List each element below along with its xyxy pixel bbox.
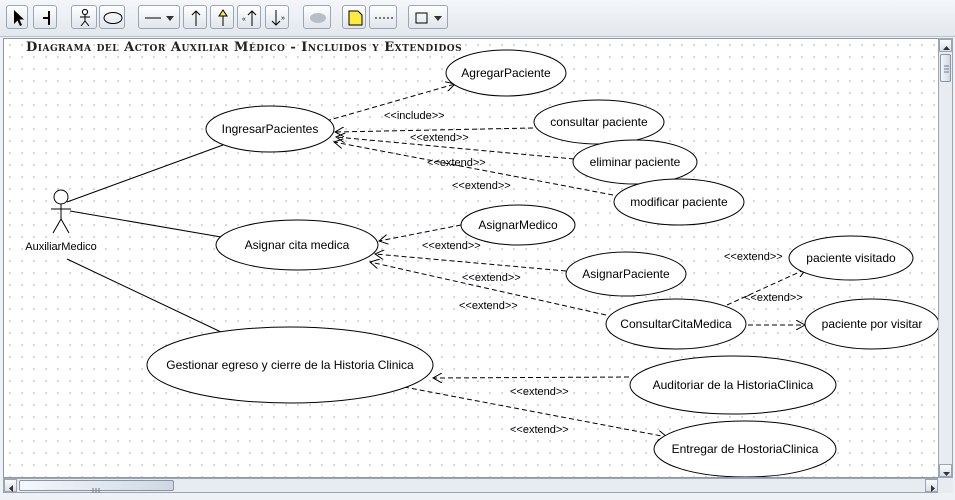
dependency-arrow-icon[interactable] xyxy=(183,5,207,29)
rectangle-dropdown-icon[interactable] xyxy=(408,5,448,29)
extend-label: <<extend>> xyxy=(410,132,469,144)
svg-text:Asignar cita medica: Asignar cita medica xyxy=(245,238,350,252)
svg-text:IngresarPacientes: IngresarPacientes xyxy=(222,122,319,136)
actor-auxiliar-medico[interactable]: AuxiliarMedico xyxy=(25,189,97,253)
usecase-entregar-historia[interactable]: Entregar de HostoriaClinica xyxy=(653,420,837,477)
svg-text:eliminar paciente: eliminar paciente xyxy=(590,155,681,169)
include-arrow-icon[interactable]: « xyxy=(237,5,261,29)
svg-text:consultar paciente: consultar paciente xyxy=(550,115,648,129)
usecase-asignar-paciente[interactable]: AsignarPaciente xyxy=(565,251,687,297)
note-link-icon[interactable] xyxy=(369,5,397,29)
usecase-agregar-paciente[interactable]: AgregarPaciente xyxy=(445,49,567,97)
usecase-consultar-cita-medica[interactable]: ConsultarCitaMedica xyxy=(605,298,747,350)
extend-label: <<extend>> xyxy=(510,424,569,436)
usecase-paciente-por-visitar[interactable]: paciente por visitar xyxy=(804,298,939,350)
usecase-diagram: AuxiliarMedico <<include>> <<extend>> xyxy=(25,49,939,477)
horizontal-scrollbar[interactable] xyxy=(3,478,939,493)
dependencies xyxy=(325,84,806,437)
usecase-consultar-paciente[interactable]: consultar paciente xyxy=(533,99,665,145)
svg-text:Entregar de HostoriaClinica: Entregar de HostoriaClinica xyxy=(672,442,819,456)
scroll-down-icon[interactable] xyxy=(939,464,952,477)
usecase-eliminar-paciente[interactable]: eliminar paciente xyxy=(572,139,698,185)
svg-text:AsignarPaciente: AsignarPaciente xyxy=(582,267,670,281)
usecase-auditoriar-historia[interactable]: Auditoriar de la HistoriaClinica xyxy=(629,355,837,415)
scroll-up-icon[interactable] xyxy=(939,39,952,52)
scroll-left-icon[interactable] xyxy=(4,479,17,492)
extend-label: <<extend>> xyxy=(422,240,481,252)
extend-label: <<extend>> xyxy=(510,386,569,398)
svg-text:»: » xyxy=(281,15,285,22)
vertical-scrollbar[interactable] xyxy=(938,38,953,478)
usecase-ingresar-pacientes[interactable]: IngresarPacientes xyxy=(205,105,335,153)
diagram-canvas[interactable]: Diagrama del Actor Auxiliar Médico - Inc… xyxy=(3,38,939,478)
generalization-arrow-icon[interactable] xyxy=(210,5,234,29)
usecase-asignar-medico[interactable]: AsignarMedico xyxy=(460,204,576,246)
svg-text:paciente por visitar: paciente por visitar xyxy=(822,317,923,331)
usecase-paciente-visitado[interactable]: paciente visitado xyxy=(788,235,914,281)
diagram-title: Diagrama del Actor Auxiliar Médico - Inc… xyxy=(26,40,463,55)
svg-text:ConsultarCitaMedica: ConsultarCitaMedica xyxy=(620,317,732,331)
extend-label: <<extend>> xyxy=(724,251,783,263)
extend-arrow-icon[interactable]: » xyxy=(265,5,289,29)
stereotype-labels: <<include>> <<extend>> <<extend>> <<exte… xyxy=(384,110,803,436)
svg-text:AsignarMedico: AsignarMedico xyxy=(478,218,558,232)
svg-text:Auditoriar de la HistoriaClini: Auditoriar de la HistoriaClinica xyxy=(653,378,814,392)
svg-text:paciente visitado: paciente visitado xyxy=(806,251,896,265)
note-icon[interactable] xyxy=(342,5,366,29)
scroll-corner xyxy=(938,478,953,493)
anchor-icon[interactable] xyxy=(33,5,57,29)
svg-text:«: « xyxy=(242,16,246,23)
svg-text:AgregarPaciente: AgregarPaciente xyxy=(461,66,551,80)
usecase-asignar-cita-medica[interactable]: Asignar cita medica xyxy=(215,219,379,271)
associations xyxy=(66,144,224,333)
scroll-right-icon[interactable] xyxy=(925,479,938,492)
usecase-gestionar-egreso[interactable]: Gestionar egreso y cierre de la Historia… xyxy=(146,326,434,404)
svg-text:modificar paciente: modificar paciente xyxy=(630,195,728,209)
select-arrow-icon[interactable] xyxy=(6,5,28,29)
vertical-scroll-thumb[interactable] xyxy=(940,54,951,82)
usecase-modificar-paciente[interactable]: modificar paciente xyxy=(613,178,745,226)
horizontal-scroll-thumb[interactable] xyxy=(19,480,174,493)
actor-name: AuxiliarMedico xyxy=(25,241,97,253)
line-style-dropdown-icon[interactable] xyxy=(138,5,180,29)
extend-label: <<extend>> xyxy=(452,180,511,192)
svg-text:Gestionar egreso y cierre de l: Gestionar egreso y cierre de la Historia… xyxy=(166,358,414,372)
usecase-tool-icon[interactable] xyxy=(99,5,125,29)
extend-label: <<extend>> xyxy=(459,300,518,312)
system-boundary-icon[interactable] xyxy=(303,5,331,29)
extend-label: <<extend>> xyxy=(744,292,803,304)
extend-label: <<extend>> xyxy=(462,272,521,284)
include-label: <<include>> xyxy=(384,110,445,122)
extend-label: <<extend>> xyxy=(427,157,486,169)
actor-tool-icon[interactable] xyxy=(71,5,97,29)
toolbar: « » xyxy=(0,0,955,37)
